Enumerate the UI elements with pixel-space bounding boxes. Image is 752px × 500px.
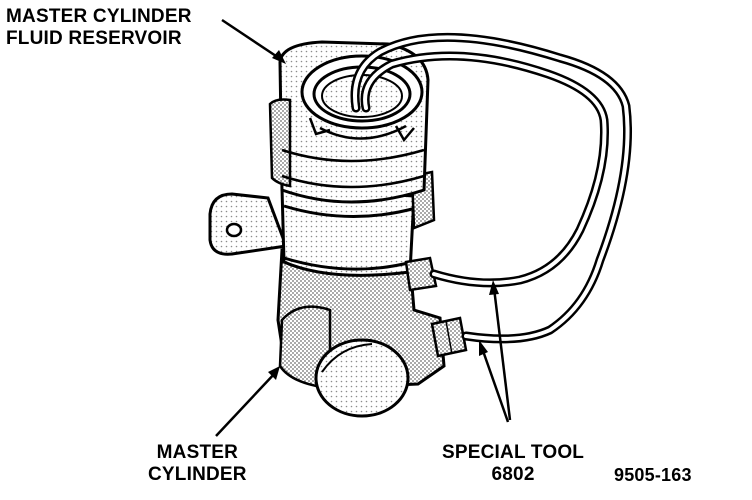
lower-port-fitting bbox=[430, 316, 468, 358]
figure-number: 9505-163 bbox=[614, 465, 692, 485]
cylinder-callout-label: MASTER CYLINDER bbox=[148, 442, 247, 486]
master-cylinder-body bbox=[276, 248, 446, 418]
reservoir-arrowhead bbox=[272, 50, 286, 64]
cylinder-label-line2: CYLINDER bbox=[148, 464, 247, 485]
tool-arrowhead-1 bbox=[489, 280, 499, 295]
tool-label-line2: 6802 bbox=[491, 464, 535, 485]
reservoir-seat bbox=[280, 170, 436, 277]
upper-port-fitting bbox=[404, 256, 438, 292]
tool-label-line1: SPECIAL TOOL bbox=[442, 442, 585, 463]
reservoir-callout-label: MASTER CYLINDER FLUID RESERVOIR bbox=[6, 6, 192, 50]
cylinder-leader bbox=[215, 371, 277, 437]
tool-leader-2 bbox=[480, 347, 510, 423]
tool-leader-1 bbox=[492, 287, 512, 421]
mounting-flange bbox=[208, 192, 289, 256]
special-tool-tubes bbox=[350, 32, 632, 344]
leader-arrows bbox=[215, 18, 512, 437]
cylinder-arrowhead bbox=[268, 366, 280, 380]
reservoir-leader bbox=[221, 18, 283, 62]
reservoir-label-line2: FLUID RESERVOIR bbox=[6, 28, 182, 49]
tool-arrowhead-2 bbox=[479, 340, 488, 356]
cylinder-label-line1: MASTER bbox=[156, 442, 239, 463]
special-tool-callout-label: SPECIAL TOOL 6802 bbox=[442, 442, 584, 486]
reservoir-label-line1: MASTER CYLINDER bbox=[6, 6, 192, 27]
